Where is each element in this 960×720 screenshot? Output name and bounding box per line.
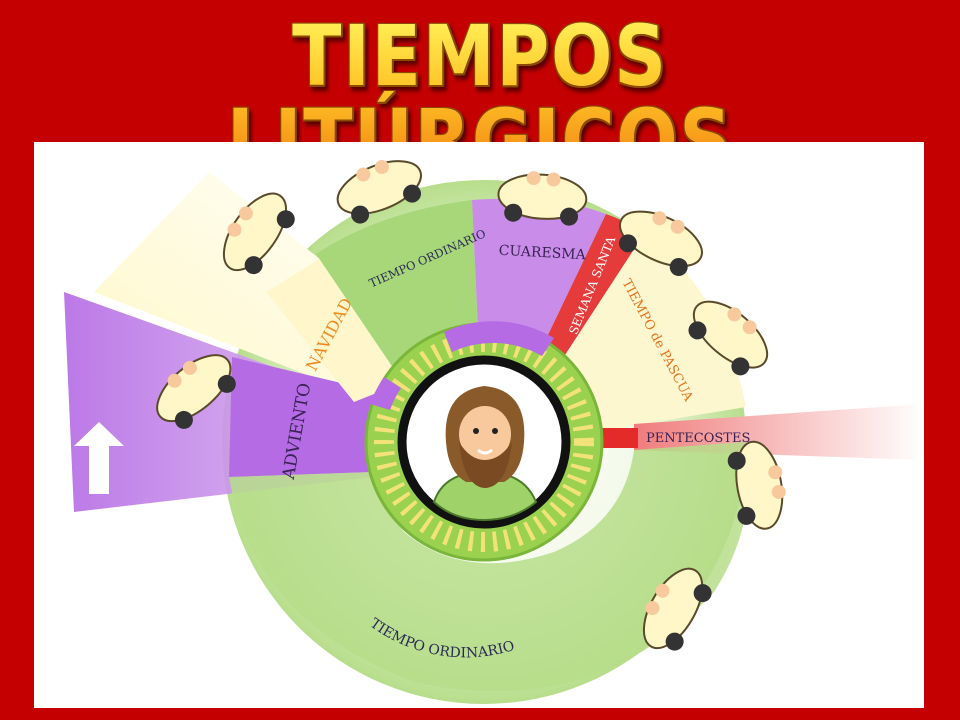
adviento-segment: [229, 357, 379, 477]
pentecostes-marker: [594, 428, 638, 448]
liturgical-wheel-panel: ADVIENTO NAVIDAD TIEMPO ORDINARIO CUARES…: [34, 142, 924, 708]
car-character-icon: [156, 354, 236, 429]
jesus-face-icon: [432, 386, 538, 522]
car-character-icon: [688, 300, 769, 376]
car-character-icon: [618, 210, 703, 276]
car-character-icon: [642, 567, 712, 651]
tiempo-ordinario-2-segment: [229, 442, 749, 692]
car-character-icon: [727, 440, 786, 530]
label-pentecostes: PENTECOSTES: [646, 431, 750, 446]
liturgical-wheel-diagram: ADVIENTO NAVIDAD TIEMPO ORDINARIO CUARES…: [64, 159, 924, 704]
inner-cuaresma-arc: [444, 321, 554, 356]
inner-adviento-arc: [370, 377, 401, 410]
car-character-icon: [497, 171, 588, 226]
semana-santa-segment: [534, 214, 644, 372]
label-cuaresma: CUARESMA: [498, 243, 587, 264]
up-arrow-icon: [74, 422, 124, 494]
car-character-icon: [336, 159, 422, 224]
tiempo-pascua-segment: [554, 234, 746, 432]
car-character-icon: [222, 192, 295, 275]
navidad-segment: [266, 247, 412, 402]
